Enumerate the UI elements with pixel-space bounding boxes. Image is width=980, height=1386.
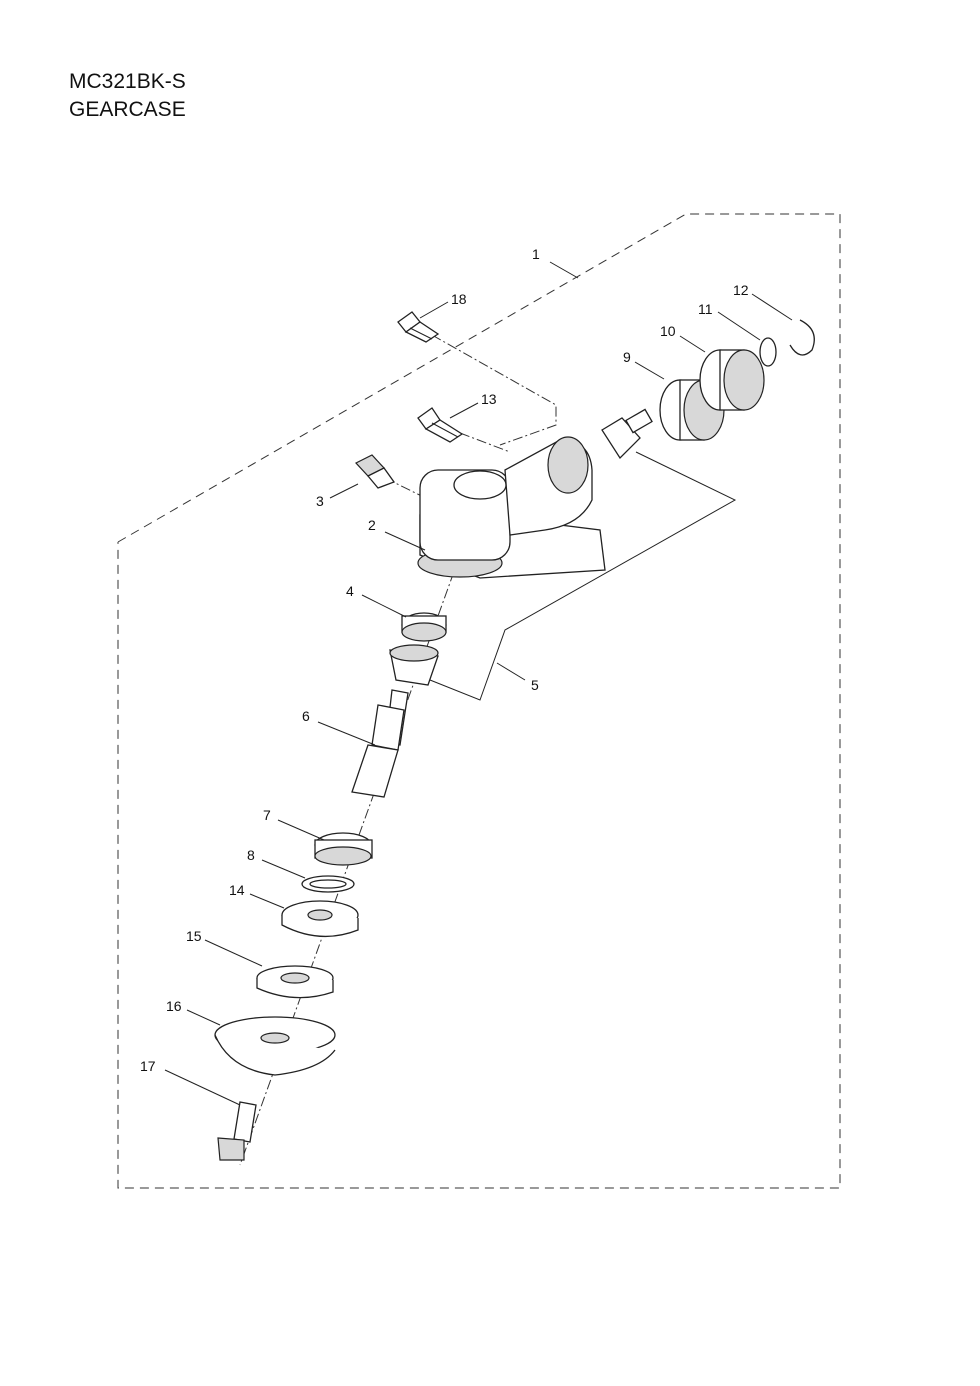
callout-14: 14: [229, 882, 245, 898]
callout-4: 4: [346, 583, 354, 599]
centerline-bolt-18: [431, 334, 557, 446]
part-11-snap-ring: [759, 337, 777, 367]
part-17-bolt: [217, 1101, 257, 1161]
callout-1: 1: [532, 246, 540, 262]
part-13-bolt: [417, 407, 464, 443]
section-title: GEARCASE: [69, 98, 186, 121]
part-14-holder: [281, 900, 359, 938]
leader-2: [384, 531, 426, 551]
leader-11: [717, 311, 761, 341]
leader-4: [361, 594, 407, 618]
leader-6: [317, 721, 376, 746]
leader-13: [449, 402, 479, 419]
model-number: MC321BK-S: [69, 70, 186, 93]
callout-11: 11: [698, 301, 713, 317]
leader-1: [549, 261, 579, 279]
centerline-bolt-13: [459, 432, 511, 453]
part-5-leader-bracket: [429, 451, 737, 701]
leader-17: [164, 1069, 241, 1106]
leader-9: [634, 361, 665, 380]
part-9-bearing: [659, 379, 725, 441]
callout-6: 6: [302, 708, 310, 724]
callout-3: 3: [316, 493, 324, 509]
part-5-bevel-gear-lower: [389, 644, 439, 686]
callout-10: 10: [660, 323, 676, 339]
part-4-bearing: [401, 612, 447, 642]
leader-14: [249, 893, 285, 909]
leader-12: [751, 293, 793, 321]
callout-12: 12: [733, 282, 749, 298]
leader-8: [261, 859, 306, 879]
part-10-bearing: [699, 349, 765, 411]
leader-7: [277, 819, 325, 841]
part-3-bolt: [355, 454, 396, 489]
part-7-bearing: [314, 832, 373, 866]
callout-5: 5: [531, 677, 539, 693]
part-6-shaft: [351, 689, 409, 798]
callout-8: 8: [247, 847, 255, 863]
part-8-snap-ring: [301, 875, 355, 893]
leader-15: [204, 939, 263, 967]
leader-5: [496, 662, 526, 681]
part-16-cup: [214, 1016, 336, 1076]
leader-16: [186, 1009, 221, 1026]
part-2-gearcase-housing: [417, 436, 606, 579]
assembly-boundary: [117, 213, 841, 1189]
callout-2: 2: [368, 517, 376, 533]
callout-9: 9: [623, 349, 631, 365]
leader-18: [419, 301, 449, 319]
callout-17: 17: [140, 1058, 156, 1074]
part-12-circlip: [789, 319, 815, 356]
part-15-washer: [256, 965, 334, 999]
title-block: MC321BK-S GEARCASE: [69, 68, 186, 124]
callout-15: 15: [186, 928, 202, 944]
callout-13: 13: [481, 391, 497, 407]
leader-3: [329, 483, 359, 499]
part-18-bolt: [397, 311, 440, 343]
part-5-pinion-gear: [601, 408, 653, 460]
leader-10: [679, 335, 706, 353]
callout-18: 18: [451, 291, 467, 307]
callout-16: 16: [166, 998, 182, 1014]
callout-7: 7: [263, 807, 271, 823]
